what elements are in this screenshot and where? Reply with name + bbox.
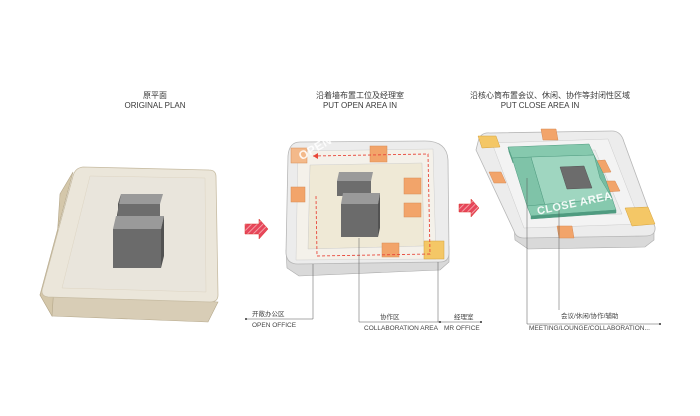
leader-dot bbox=[439, 321, 441, 323]
open-area-block bbox=[403, 202, 422, 218]
open-area-block bbox=[556, 225, 575, 239]
caption-cn: 沿核心筒布置会议、休闲、协作等封闭性区域 bbox=[470, 91, 630, 100]
open-area-block bbox=[290, 186, 306, 203]
mr-office-block bbox=[423, 240, 445, 260]
leader-lines bbox=[246, 238, 481, 323]
label-open-office-cn: 开敞办公区 bbox=[252, 311, 285, 318]
open-area-block bbox=[290, 147, 308, 164]
progress-arrow-2 bbox=[458, 198, 480, 218]
panel-open-area bbox=[245, 140, 482, 323]
label-open-office: 开敞办公区 OPEN OFFICE bbox=[252, 311, 296, 330]
core-block-lower bbox=[113, 216, 164, 268]
close-area-blocks bbox=[507, 143, 617, 220]
label-collaboration-en: COLLABORATION AREA bbox=[364, 325, 438, 332]
label-collaboration-cn: 协作区 bbox=[380, 314, 400, 321]
label-open-office-en: OPEN OFFICE bbox=[252, 322, 297, 329]
core-block-upper bbox=[337, 172, 373, 196]
caption-cn: 沿着墙布置工位及经理室 bbox=[316, 91, 404, 100]
caption-original-plan: 原平面 ORIGINAL PLAN bbox=[110, 91, 200, 111]
label-meeting-cn: 会议/休闲/协作/辅助 bbox=[561, 313, 619, 320]
path-arrowhead bbox=[313, 153, 318, 159]
mr-office-block bbox=[477, 135, 501, 149]
leader-dot bbox=[245, 318, 247, 320]
core-block-lower bbox=[341, 193, 380, 237]
label-meeting: 会议/休闲/协作/辅助 MEETING/LOUNGE/COLLABORATION… bbox=[529, 313, 650, 333]
panel-original-plan bbox=[39, 166, 219, 323]
caption-en: PUT OPEN AREA IN bbox=[322, 101, 398, 110]
open-area-block bbox=[488, 171, 507, 184]
caption-cn: 原平面 bbox=[143, 91, 167, 100]
panel-close-area bbox=[475, 128, 661, 325]
progress-arrow-1 bbox=[244, 218, 269, 240]
caption-open-area: 沿着墙布置工位及经理室 PUT OPEN AREA IN bbox=[295, 91, 425, 111]
leader-lines bbox=[526, 178, 660, 325]
open-area-block bbox=[403, 177, 422, 195]
caption-close-area: 沿核心筒布置会议、休闲、协作等封闭性区域 PUT CLOSE AREA IN bbox=[470, 91, 630, 111]
circulation-path bbox=[312, 153, 431, 257]
leader-dot bbox=[659, 323, 661, 325]
open-area-block bbox=[381, 242, 400, 258]
mr-office-block bbox=[624, 206, 656, 227]
open-area-block bbox=[540, 128, 559, 141]
caption-en: PUT CLOSE AREA IN bbox=[500, 101, 580, 110]
leader-dot bbox=[480, 321, 482, 323]
label-mr-office-cn: 经理室 bbox=[454, 314, 474, 321]
open-area-block bbox=[369, 145, 388, 163]
caption-en: ORIGINAL PLAN bbox=[124, 101, 186, 110]
label-meeting-en: MEETING/LOUNGE/COLLABORATION... bbox=[529, 325, 650, 332]
label-mr-office-en: MR OFFICE bbox=[444, 325, 480, 332]
label-collaboration: 协作区 COLLABORATION AREA bbox=[364, 314, 438, 333]
label-mr-office: 经理室 MR OFFICE bbox=[444, 314, 480, 333]
